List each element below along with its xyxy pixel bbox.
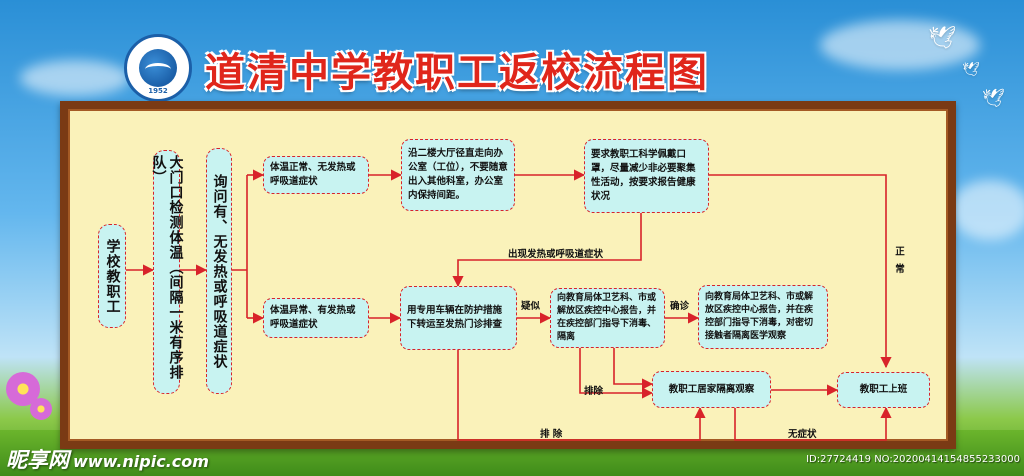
node-staff: 学校教职工: [98, 224, 126, 328]
edge-mask-transfer: [452, 213, 642, 288]
node-inquiry: 询问有、无发热或呼吸道症状: [206, 148, 232, 394]
page-title: 道清中学教职工返校流程图: [205, 50, 709, 96]
node-report-suspect: 向教育局体卫艺科、市或解放区疾控中心报告，并在疾控部门指导下消毒、隔离: [550, 288, 665, 348]
label-excluded-1: 排除: [584, 386, 604, 397]
logo-wave-icon: [145, 63, 171, 76]
cloud: [820, 20, 980, 70]
node-report-confirmed: 向教育局体卫艺科、市或解放区疾控中心报告，并在疾控部门指导下消毒，对密切接触者隔…: [698, 285, 828, 349]
node-normal-temp: 体温正常、无发热或呼吸道症状: [263, 156, 369, 194]
watermark-site-name: 昵享网: [6, 448, 69, 472]
node-gate-check: 大门口检测体温（间隔一米有序排队）: [151, 150, 184, 394]
node-walk-to-office: 沿二楼大厅径直走向办公室（工位），不要随意出入其他科室，办公室内保持间距。: [401, 139, 515, 211]
cloud: [950, 180, 1024, 240]
dove-icon: 🕊: [982, 88, 1005, 109]
edge-inquiry-split: [232, 175, 248, 318]
dove-icon: 🕊: [928, 26, 956, 51]
logo-year: 1952: [148, 87, 168, 95]
node-transfer-clinic: 用专用车辆在防护措施下转运至发热门诊排查: [400, 286, 517, 350]
edge-transfer-home: [457, 350, 706, 441]
watermark-id: ID:27724419 NO:20200414154855233000: [806, 454, 1020, 465]
watermark-url: www.nipic.com: [73, 452, 209, 471]
label-suspected: 疑似: [521, 301, 541, 312]
edge-suspect-home: [579, 348, 654, 399]
school-logo: 1952: [124, 34, 192, 102]
label-excluded-2: 排 除: [540, 429, 563, 440]
edge-home-return-nosym: [734, 406, 892, 441]
node-abnormal-temp: 体温异常、有发热或呼吸道症状: [263, 298, 369, 338]
cloud: [20, 60, 130, 96]
label-no-symptoms: 无症状: [788, 429, 817, 440]
dove-icon: 🕊: [962, 62, 980, 78]
node-home-isolation: 教职工居家隔离观察: [652, 371, 771, 408]
node-wear-mask: 要求教职工科学佩戴口罩，尽量减少非必要聚集性活动，按要求报告健康状况: [584, 139, 709, 213]
flower-icon: [30, 398, 52, 420]
label-normal: 正常: [893, 246, 904, 281]
node-return-work: 教职工上班: [837, 372, 930, 408]
edge-mask-return: [709, 174, 892, 369]
label-symptoms: 出现发热或呼吸道症状: [508, 249, 604, 260]
edge-suspect-home-2: [613, 348, 654, 390]
label-confirmed: 确诊: [670, 301, 690, 312]
